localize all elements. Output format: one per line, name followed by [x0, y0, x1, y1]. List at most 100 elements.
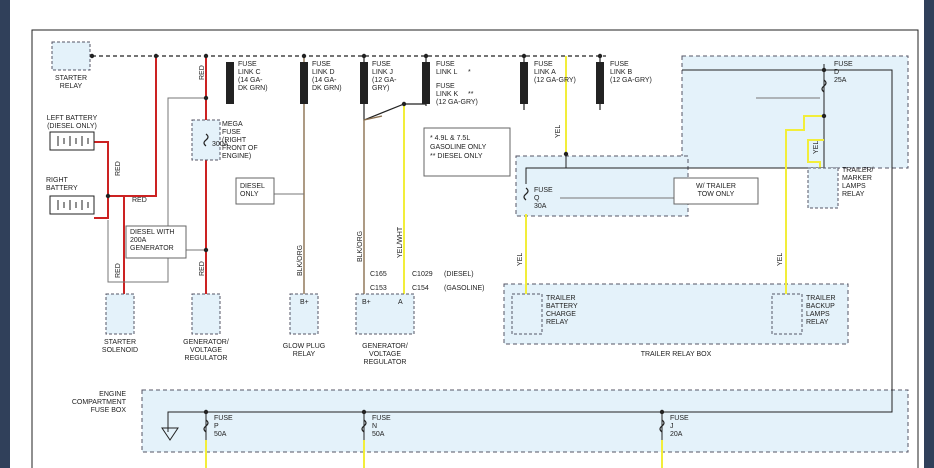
- trailer-battery-label: TRAILER: [546, 295, 576, 302]
- c153-label: C153: [370, 285, 387, 292]
- fuse-n-icon: [361, 419, 367, 433]
- trailer-backup-label: BACKUP: [806, 303, 835, 310]
- gen-reg-2-box: [355, 293, 415, 335]
- glow-pin-label: B+: [300, 299, 309, 306]
- fuse-q-feed: [525, 167, 566, 184]
- c1029-label: C1029: [412, 271, 433, 278]
- fuse-link-d-label: FUSE: [312, 61, 331, 68]
- diesel-only-box: [235, 177, 275, 205]
- diagram-border: [31, 29, 919, 468]
- wire-yel-label: YEL: [517, 253, 524, 266]
- diesel-200a-label: GENERATOR: [130, 245, 174, 252]
- wire-blkorg-label: BLK/ORG: [357, 231, 364, 262]
- fuse-link-a-label: FUSE: [534, 61, 553, 68]
- gen-reg-1-label: GENERATOR/: [183, 339, 229, 346]
- mega-fuse-label: MEGA: [222, 121, 243, 128]
- mega-fuse-label: FRONT OF: [222, 145, 258, 152]
- fuse-link-c-label: LINK C: [238, 69, 261, 76]
- fuse-p-label: P: [214, 423, 219, 430]
- starter-solenoid-label: STARTER: [104, 339, 136, 346]
- wire-yel-label: YEL: [555, 125, 562, 138]
- fuse-j-label: FUSE: [670, 415, 689, 422]
- fuse-link-c-label: DK GRN): [238, 85, 268, 92]
- fuse-link-d-label: (14 GA-: [312, 77, 337, 84]
- ground-icon: [161, 427, 179, 441]
- engine-box-label: COMPARTMENT: [72, 399, 127, 406]
- yel-wire-fuse-d: [807, 139, 824, 170]
- trailer-tow-label: W/ TRAILER: [696, 183, 736, 190]
- yel-wire-backup: [785, 115, 824, 296]
- red-wire-batteries: [94, 141, 109, 219]
- note-label: GASOLINE ONLY: [430, 144, 487, 151]
- fuse-n-label: N: [372, 423, 377, 430]
- fuse-q-label: Q: [534, 195, 540, 202]
- right-battery-label: RIGHT: [46, 177, 69, 184]
- right-battery-cells: [57, 200, 89, 210]
- fuse-link-l-label: FUSE: [436, 61, 455, 68]
- diesel-only-label: DIESEL: [240, 183, 265, 190]
- note-box: [423, 127, 511, 177]
- engine-box-label: FUSE BOX: [91, 407, 127, 414]
- wire-red-label: RED: [199, 65, 206, 80]
- fuse-p-icon: [203, 419, 209, 433]
- fuse-link-j-label: FUSE: [372, 61, 391, 68]
- note-label: ** DIESEL ONLY: [430, 153, 483, 160]
- trailer-backup-label: TRAILER: [806, 295, 836, 302]
- trailer-battery-label: CHARGE: [546, 311, 576, 318]
- starter-solenoid-box: [105, 293, 135, 335]
- left-battery-label: LEFT BATTERY: [47, 115, 98, 122]
- fuse-link-k-label: (12 GA-GRY): [436, 99, 478, 106]
- glow-plug-label: GLOW PLUG: [283, 343, 325, 350]
- fuse-link-a-label: LINK A: [534, 69, 556, 76]
- glow-plug-label: RELAY: [293, 351, 316, 358]
- trailer-backup-label: LAMPS: [806, 311, 830, 318]
- fuse-link-j-bar: [360, 62, 368, 104]
- glow-plug-relay-box: [289, 293, 319, 335]
- wire-red-label: RED: [199, 261, 206, 276]
- trailer-marker-relay-box: [807, 167, 839, 209]
- fuse-link-b-bar: [596, 62, 604, 104]
- red-wire-to-solenoid: [108, 195, 125, 296]
- gen-reg-2-label: VOLTAGE: [369, 351, 401, 358]
- fuse-link-d-label: LINK D: [312, 69, 335, 76]
- engine-fuse-box: [141, 389, 909, 453]
- gen-reg-1-box: [191, 293, 221, 335]
- engine-box-label: ENGINE: [99, 391, 126, 398]
- fuse-j-label: 20A: [670, 431, 683, 438]
- wire-red-label: RED: [132, 197, 147, 204]
- fuse-box-q-area: [515, 155, 689, 217]
- diesel-paren-label: (DIESEL): [444, 271, 474, 278]
- splice-dots: [89, 53, 827, 415]
- fuse-link-a-bar: [520, 62, 528, 104]
- fuse-link-c-bar: [226, 62, 234, 104]
- mega-fuse-label: (RIGHT: [222, 137, 247, 144]
- fuse-j-icon: [659, 419, 665, 433]
- fuse-q-icon: [523, 187, 529, 201]
- gen-reg-2-label: REGULATOR: [364, 359, 407, 366]
- gasoline-paren-label: (GASOLINE): [444, 285, 484, 292]
- wire-yel-label: YEL: [777, 253, 784, 266]
- fuse-link-b-label: FUSE: [610, 61, 629, 68]
- fuse-p-label: 50A: [214, 431, 227, 438]
- c165-label: C165: [370, 271, 387, 278]
- fuse-j-label: J: [670, 423, 674, 430]
- fuse-link-j-label: LINK J: [372, 69, 393, 76]
- fuse-d-label: FUSE: [834, 61, 853, 68]
- fuse-q-label: FUSE: [534, 187, 553, 194]
- fuse-link-j-label: GRY): [372, 85, 389, 92]
- fuse-box-upper: [681, 55, 909, 169]
- gen-pin-a-label: A: [398, 299, 403, 306]
- gen-pin-b-label: B+: [362, 299, 371, 306]
- diesel-200a-feed: [107, 97, 206, 283]
- fuse-link-k-label: FUSE: [436, 83, 455, 90]
- starter-relay-label: STARTER: [55, 75, 87, 82]
- trailer-marker-label: TRAILER/: [842, 167, 874, 174]
- wire-red-label: RED: [115, 161, 122, 176]
- trailer-backup-relay-box: [771, 293, 803, 335]
- fuse-link-k-bar: [422, 62, 430, 104]
- fuse-link-l-mark-label: *: [468, 69, 471, 76]
- trailer-marker-label: RELAY: [842, 191, 865, 198]
- left-battery-label: (DIESEL ONLY): [47, 123, 97, 130]
- trailer-backup-label: RELAY: [806, 319, 829, 326]
